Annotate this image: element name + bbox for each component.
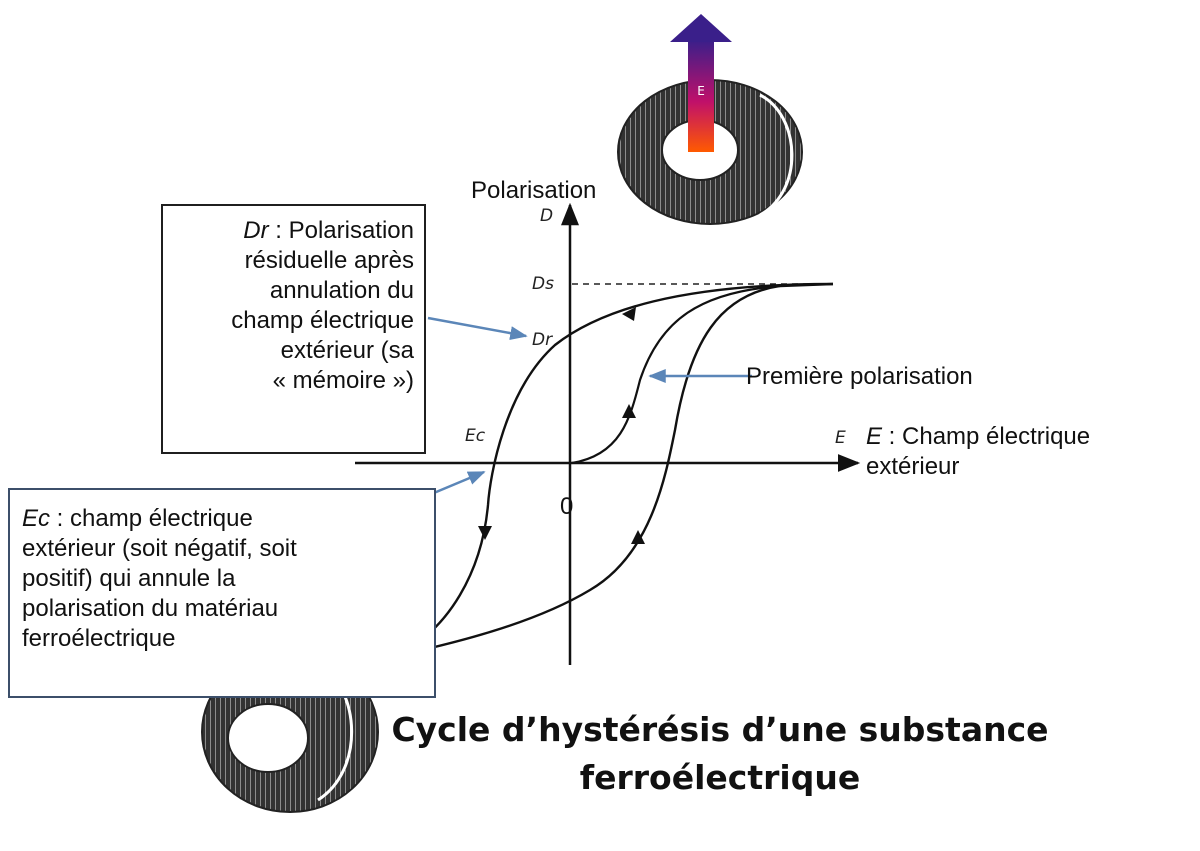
ec-label: Ec [465,426,486,446]
title-line2: ferroélectrique [579,758,861,797]
polarisation-label: Polarisation [471,177,597,204]
dr-box-line3: annulation du [269,277,414,304]
dr-box-line5: extérieur (sa [280,337,414,364]
ec-box-line4: polarisation du matériau [22,595,279,622]
dr-box-symbol: Dr [243,217,269,244]
e-axis-description-text: : Champ électrique [882,423,1091,450]
direction-arrow-upper [622,307,636,321]
e-axis-description: E : Champ électrique extérieur [866,422,1090,482]
ec-explanation-box: Ec : champ électrique extérieur (soit né… [8,488,436,698]
e-axis-description-line2: extérieur [866,453,960,480]
ec-box-line5: ferroélectrique [22,625,176,652]
hysteresis-lower-branch [394,282,834,658]
dr-box-line4: champ électrique [231,307,414,334]
direction-arrow-right [631,530,645,544]
ec-box-line1: : champ électrique [50,505,253,532]
electric-field-arrow [670,14,732,152]
arrow-e-label: E [697,84,705,98]
dr-label: Dr [532,330,553,350]
dr-box-line1: : Polarisation [268,217,414,244]
dr-box-line6: « mémoire ») [272,367,414,394]
diagram-title: Cycle d’hystérésis d’une substance ferro… [330,706,1110,802]
title-line1: Cycle d’hystérésis d’une substance [391,710,1049,749]
axis-e-label: E [835,428,846,448]
origin-zero-label: 0 [560,493,574,520]
e-axis-description-symbol: E [866,423,883,450]
first-polarisation-curve [571,284,781,465]
axis-d-label: D [540,206,554,226]
pointer-dr [427,316,528,341]
direction-arrow-left [478,526,492,540]
dr-explanation-box: Dr : Polarisation résiduelle après annul… [161,204,426,454]
ec-box-line2: extérieur (soit négatif, soit [22,535,297,562]
dr-box-line2: résiduelle après [244,247,414,274]
direction-arrow-first [622,404,636,418]
ds-label: Ds [532,274,554,294]
ec-box-symbol: Ec [22,505,51,532]
hysteresis-upper-branch [354,282,834,664]
ec-box-line3: positif) qui annule la [22,565,236,592]
premiere-polarisation-label: Première polarisation [746,363,973,390]
